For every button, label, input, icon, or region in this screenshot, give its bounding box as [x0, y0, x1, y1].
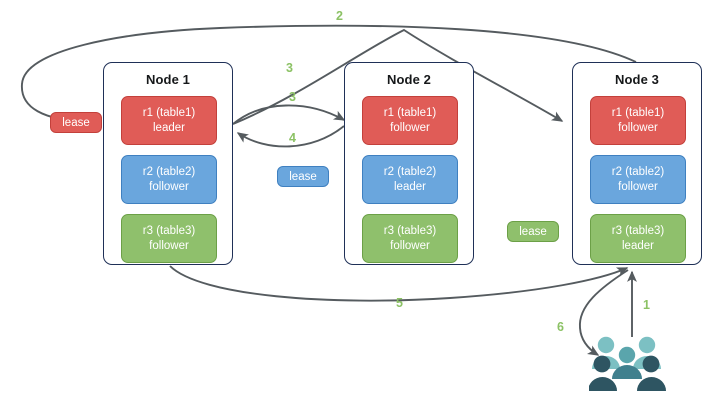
- edge-label-6: 6: [557, 320, 564, 334]
- replica-r1[interactable]: r1 (table1) follower: [362, 96, 458, 145]
- node-title: Node 3: [615, 72, 659, 87]
- replica-role-label: follower: [390, 121, 430, 134]
- node-title: Node 2: [387, 72, 431, 87]
- edge-label-5: 5: [396, 296, 403, 310]
- replica-role-label: follower: [390, 239, 430, 252]
- replica-r1[interactable]: r1 (table1) follower: [590, 96, 686, 145]
- replica-range-label: r1 (table1): [383, 107, 437, 120]
- edge-label-1: 1: [643, 298, 650, 312]
- lease-badge-r1[interactable]: lease: [50, 112, 102, 133]
- replica-r3[interactable]: r3 (table3) follower: [121, 214, 217, 263]
- replica-role-label: follower: [149, 239, 189, 252]
- lease-label: lease: [62, 116, 90, 129]
- edge-label-3-arc: 3: [289, 90, 296, 104]
- replica-r1[interactable]: r1 (table1) leader: [121, 96, 217, 145]
- edge-label-4: 4: [289, 131, 296, 145]
- replica-role-label: follower: [618, 121, 658, 134]
- node-container-2[interactable]: Node 2 r1 (table1) follower r2 (table2) …: [344, 62, 474, 265]
- replica-role-label: follower: [149, 180, 189, 193]
- replica-role-label: leader: [153, 121, 185, 134]
- replica-r2[interactable]: r2 (table2) leader: [362, 155, 458, 204]
- replica-range-label: r3 (table3): [611, 225, 665, 238]
- replica-role-label: leader: [622, 239, 654, 252]
- replica-r2[interactable]: r2 (table2) follower: [121, 155, 217, 204]
- node-container-1[interactable]: Node 1 r1 (table1) leader r2 (table2) fo…: [103, 62, 233, 265]
- node-container-3[interactable]: Node 3 r1 (table1) follower r2 (table2) …: [572, 62, 702, 265]
- replica-role-label: leader: [394, 180, 426, 193]
- edge-3-arc-path: [232, 104, 346, 125]
- replica-r3[interactable]: r3 (table3) leader: [590, 214, 686, 263]
- replica-range-label: r3 (table3): [383, 225, 437, 238]
- replica-role-label: follower: [618, 180, 658, 193]
- replica-range-label: r2 (table2): [142, 166, 196, 179]
- people-group-icon: [589, 336, 666, 391]
- lease-badge-r2[interactable]: lease: [277, 166, 329, 187]
- replica-range-label: r1 (table1): [611, 107, 665, 120]
- replica-range-label: r2 (table2): [383, 166, 437, 179]
- edge-label-3-upper: 3: [286, 61, 293, 75]
- replica-range-label: r3 (table3): [142, 225, 196, 238]
- replica-range-label: r2 (table2): [611, 166, 665, 179]
- lease-label: lease: [519, 225, 547, 238]
- node-title: Node 1: [146, 72, 190, 87]
- edge-label-2: 2: [336, 9, 343, 23]
- replica-r2[interactable]: r2 (table2) follower: [590, 155, 686, 204]
- lease-badge-r3[interactable]: lease: [507, 221, 559, 242]
- replica-range-label: r1 (table1): [142, 107, 196, 120]
- lease-label: lease: [289, 170, 317, 183]
- replica-r3[interactable]: r3 (table3) follower: [362, 214, 458, 263]
